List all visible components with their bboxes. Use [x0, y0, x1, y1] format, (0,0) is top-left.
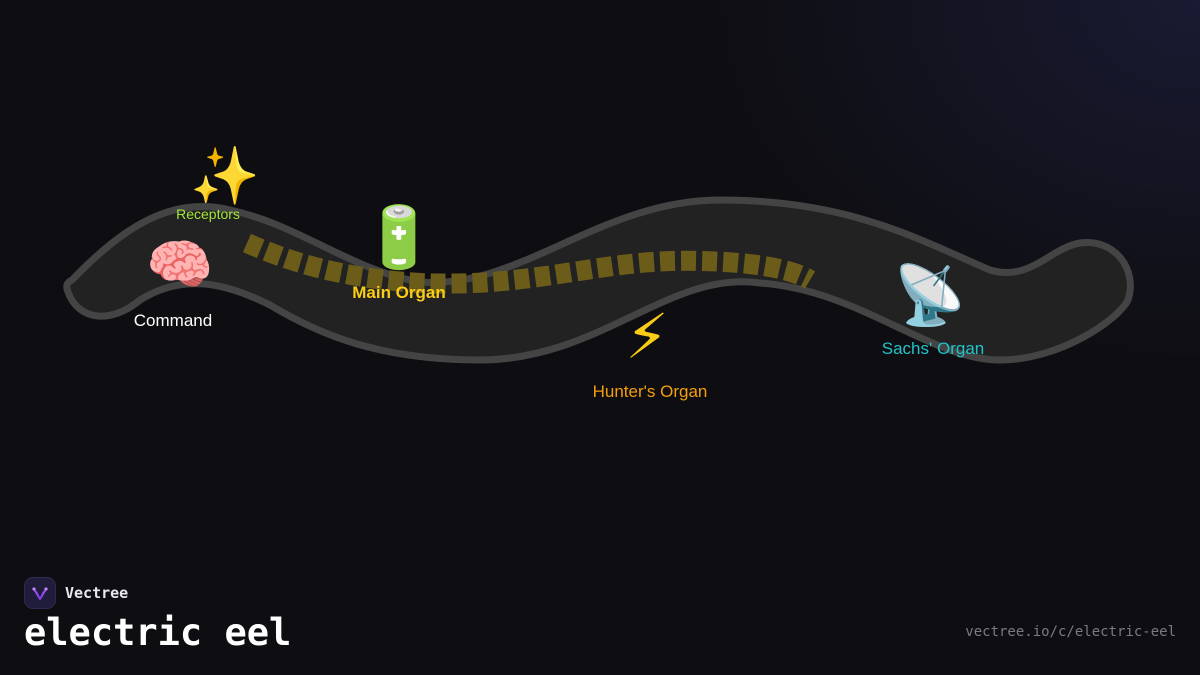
receptors-label: Receptors [176, 206, 240, 222]
main-organ-charge-stripe [242, 233, 816, 294]
node-main-organ: 🔋 Main Organ [352, 203, 446, 302]
node-receptors: ✨ Receptors [176, 144, 260, 222]
sachs-organ-label: Sachs' Organ [882, 339, 984, 358]
sparkles-icon: ✨ [190, 144, 260, 209]
brand: Vectree [24, 577, 128, 609]
lightning-icon: ⚡ [625, 300, 669, 373]
command-label: Command [134, 311, 212, 330]
vectree-logo-icon [24, 577, 56, 609]
brand-name: Vectree [65, 584, 129, 602]
brain-icon: 🧠 [146, 233, 213, 296]
battery-icon: 🔋 [362, 203, 437, 273]
page-title: electric eel [24, 611, 292, 654]
node-sachs-organ: 📡 Sachs' Organ [882, 258, 984, 358]
satellite-dish-icon: 📡 [894, 258, 966, 329]
main-organ-label: Main Organ [352, 283, 446, 302]
source-url[interactable]: vectree.io/c/electric-eel [965, 624, 1176, 640]
node-hunters-organ: ⚡ Hunter's Organ [593, 300, 708, 401]
hunters-organ-label: Hunter's Organ [593, 382, 708, 401]
node-command: 🧠 Command [134, 233, 214, 330]
eel-body [63, 196, 1134, 364]
